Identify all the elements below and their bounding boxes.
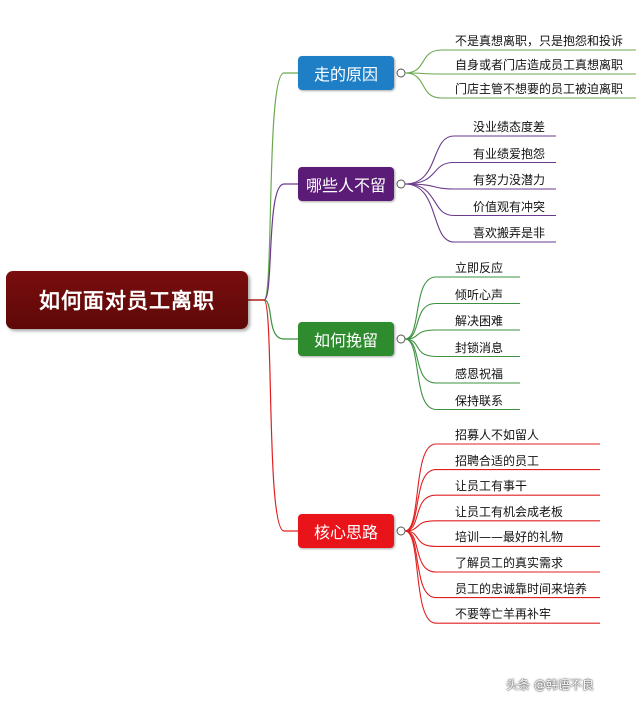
branch-to-leaf-line: [404, 135, 556, 185]
leaf-give-work[interactable]: 让员工有事干: [455, 479, 528, 494]
leaf-training-gift[interactable]: 培训——最好的礼物: [455, 530, 564, 545]
watermark: 头条 @韩语不良: [506, 678, 594, 692]
branch-to-leaf-line: [404, 302, 520, 340]
branch-to-leaf-line: [404, 443, 600, 532]
root-to-branch-line: [248, 299, 298, 532]
leaf-performance-but-complains[interactable]: 有业绩爱抱怨: [473, 146, 546, 161]
leaf-gossip[interactable]: 喜欢搬弄是非: [473, 226, 546, 240]
branch-to-leaf-line: [404, 183, 556, 243]
branch-to-leaf-line: [404, 183, 556, 217]
leaf-self-or-store-caused[interactable]: 自身或者门店造成员工真想离职: [455, 58, 624, 72]
leaf-react-immediately[interactable]: 立即反应: [455, 261, 504, 275]
branch-to-leaf-line: [404, 338, 520, 411]
leaf-act-before-too-late[interactable]: 不要等亡羊再补牢: [455, 607, 552, 622]
root-to-branch-line: [248, 183, 298, 301]
branch-to-leaf-line: [404, 520, 600, 532]
branch-who-not-to-keep[interactable]: 哪些人不留: [298, 167, 394, 201]
collapse-toggle-icon[interactable]: [396, 526, 406, 536]
branch-to-leaf-line: [404, 72, 636, 99]
branch-to-leaf-line: [404, 49, 636, 74]
branch-to-leaf-line: [404, 72, 636, 75]
collapse-toggle-icon[interactable]: [396, 179, 406, 189]
leaf-keep-in-touch[interactable]: 保持联系: [455, 393, 504, 408]
leaf-listen[interactable]: 倾听心声: [455, 287, 504, 302]
collapse-toggle-icon[interactable]: [396, 334, 406, 344]
branch-to-leaf-line: [404, 161, 556, 185]
root-topic[interactable]: 如何面对员工离职: [6, 271, 248, 329]
branch-to-leaf-line: [404, 494, 600, 532]
branch-core-ideas[interactable]: 核心思路: [298, 514, 394, 548]
root-to-branch-line: [248, 299, 298, 340]
leaf-loyalty-takes-time[interactable]: 员工的忠诚靠时间来培养: [455, 581, 588, 596]
leaf-contain-news[interactable]: 封锁消息: [455, 340, 504, 355]
leaf-solve-problems[interactable]: 解决困难: [455, 314, 504, 328]
leaf-effort-no-potential[interactable]: 有努力没潜力: [473, 173, 546, 187]
leaf-values-conflict[interactable]: 价值观有冲突: [473, 199, 546, 214]
leaf-gratitude-blessing[interactable]: 感恩祝福: [455, 367, 504, 381]
root-to-branch-line: [248, 72, 298, 301]
branch-reasons-for-leaving[interactable]: 走的原因: [298, 56, 394, 90]
leaf-hire-right-people[interactable]: 招聘合适的员工: [455, 453, 540, 468]
leaf-retain-over-recruit[interactable]: 招募人不如留人: [455, 428, 540, 442]
leaf-understand-needs[interactable]: 了解员工的真实需求: [455, 556, 564, 570]
branch-to-leaf-line: [404, 276, 520, 340]
collapse-toggle-icon[interactable]: [396, 68, 406, 78]
branch-to-leaf-line: [404, 329, 520, 340]
branch-to-leaf-line: [404, 183, 556, 190]
branch-to-leaf-line: [404, 469, 600, 532]
branch-how-to-retain[interactable]: 如何挽留: [298, 322, 394, 356]
leaf-forced-out[interactable]: 门店主管不想要的员工被迫离职: [455, 82, 624, 96]
leaf-not-really-leaving[interactable]: 不是真想离职，只是抱怨和投诉: [455, 34, 624, 48]
branch-to-leaf-line: [404, 530, 600, 624]
leaf-poor-performance-attitude[interactable]: 没业绩态度差: [473, 120, 546, 134]
leaf-chance-to-be-boss[interactable]: 让员工有机会成老板: [455, 504, 564, 519]
